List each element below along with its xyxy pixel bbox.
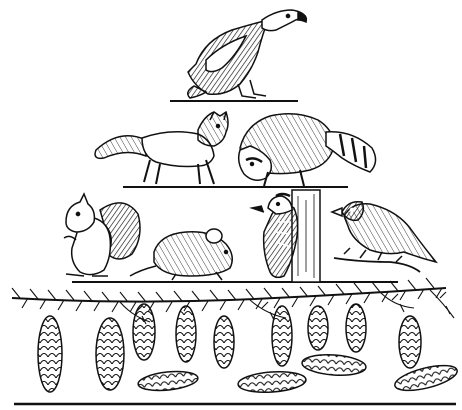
pine-cone [301,353,366,377]
squirrel-figure [64,194,140,276]
pine-cone [237,370,306,395]
pine-cone [214,316,234,368]
pine-cone [137,369,199,393]
pine-cone [176,306,196,362]
pine-cone [393,361,460,396]
pine-cone [133,304,155,360]
pine-cone [38,316,62,392]
raccoon-figure [239,114,376,186]
woodpecker-figure [252,190,320,282]
spruce-branch [12,278,454,324]
pine-cone [308,306,328,350]
pine-cones-hanging [38,304,421,392]
pine-cone [399,316,421,368]
pine-cone [96,318,124,390]
fox-figure [95,112,228,184]
pine-cone [272,306,292,366]
mouse-figure [130,229,232,280]
pine-cone [346,304,366,352]
grosbeak-figure [332,202,436,272]
eagle-figure [188,10,307,98]
